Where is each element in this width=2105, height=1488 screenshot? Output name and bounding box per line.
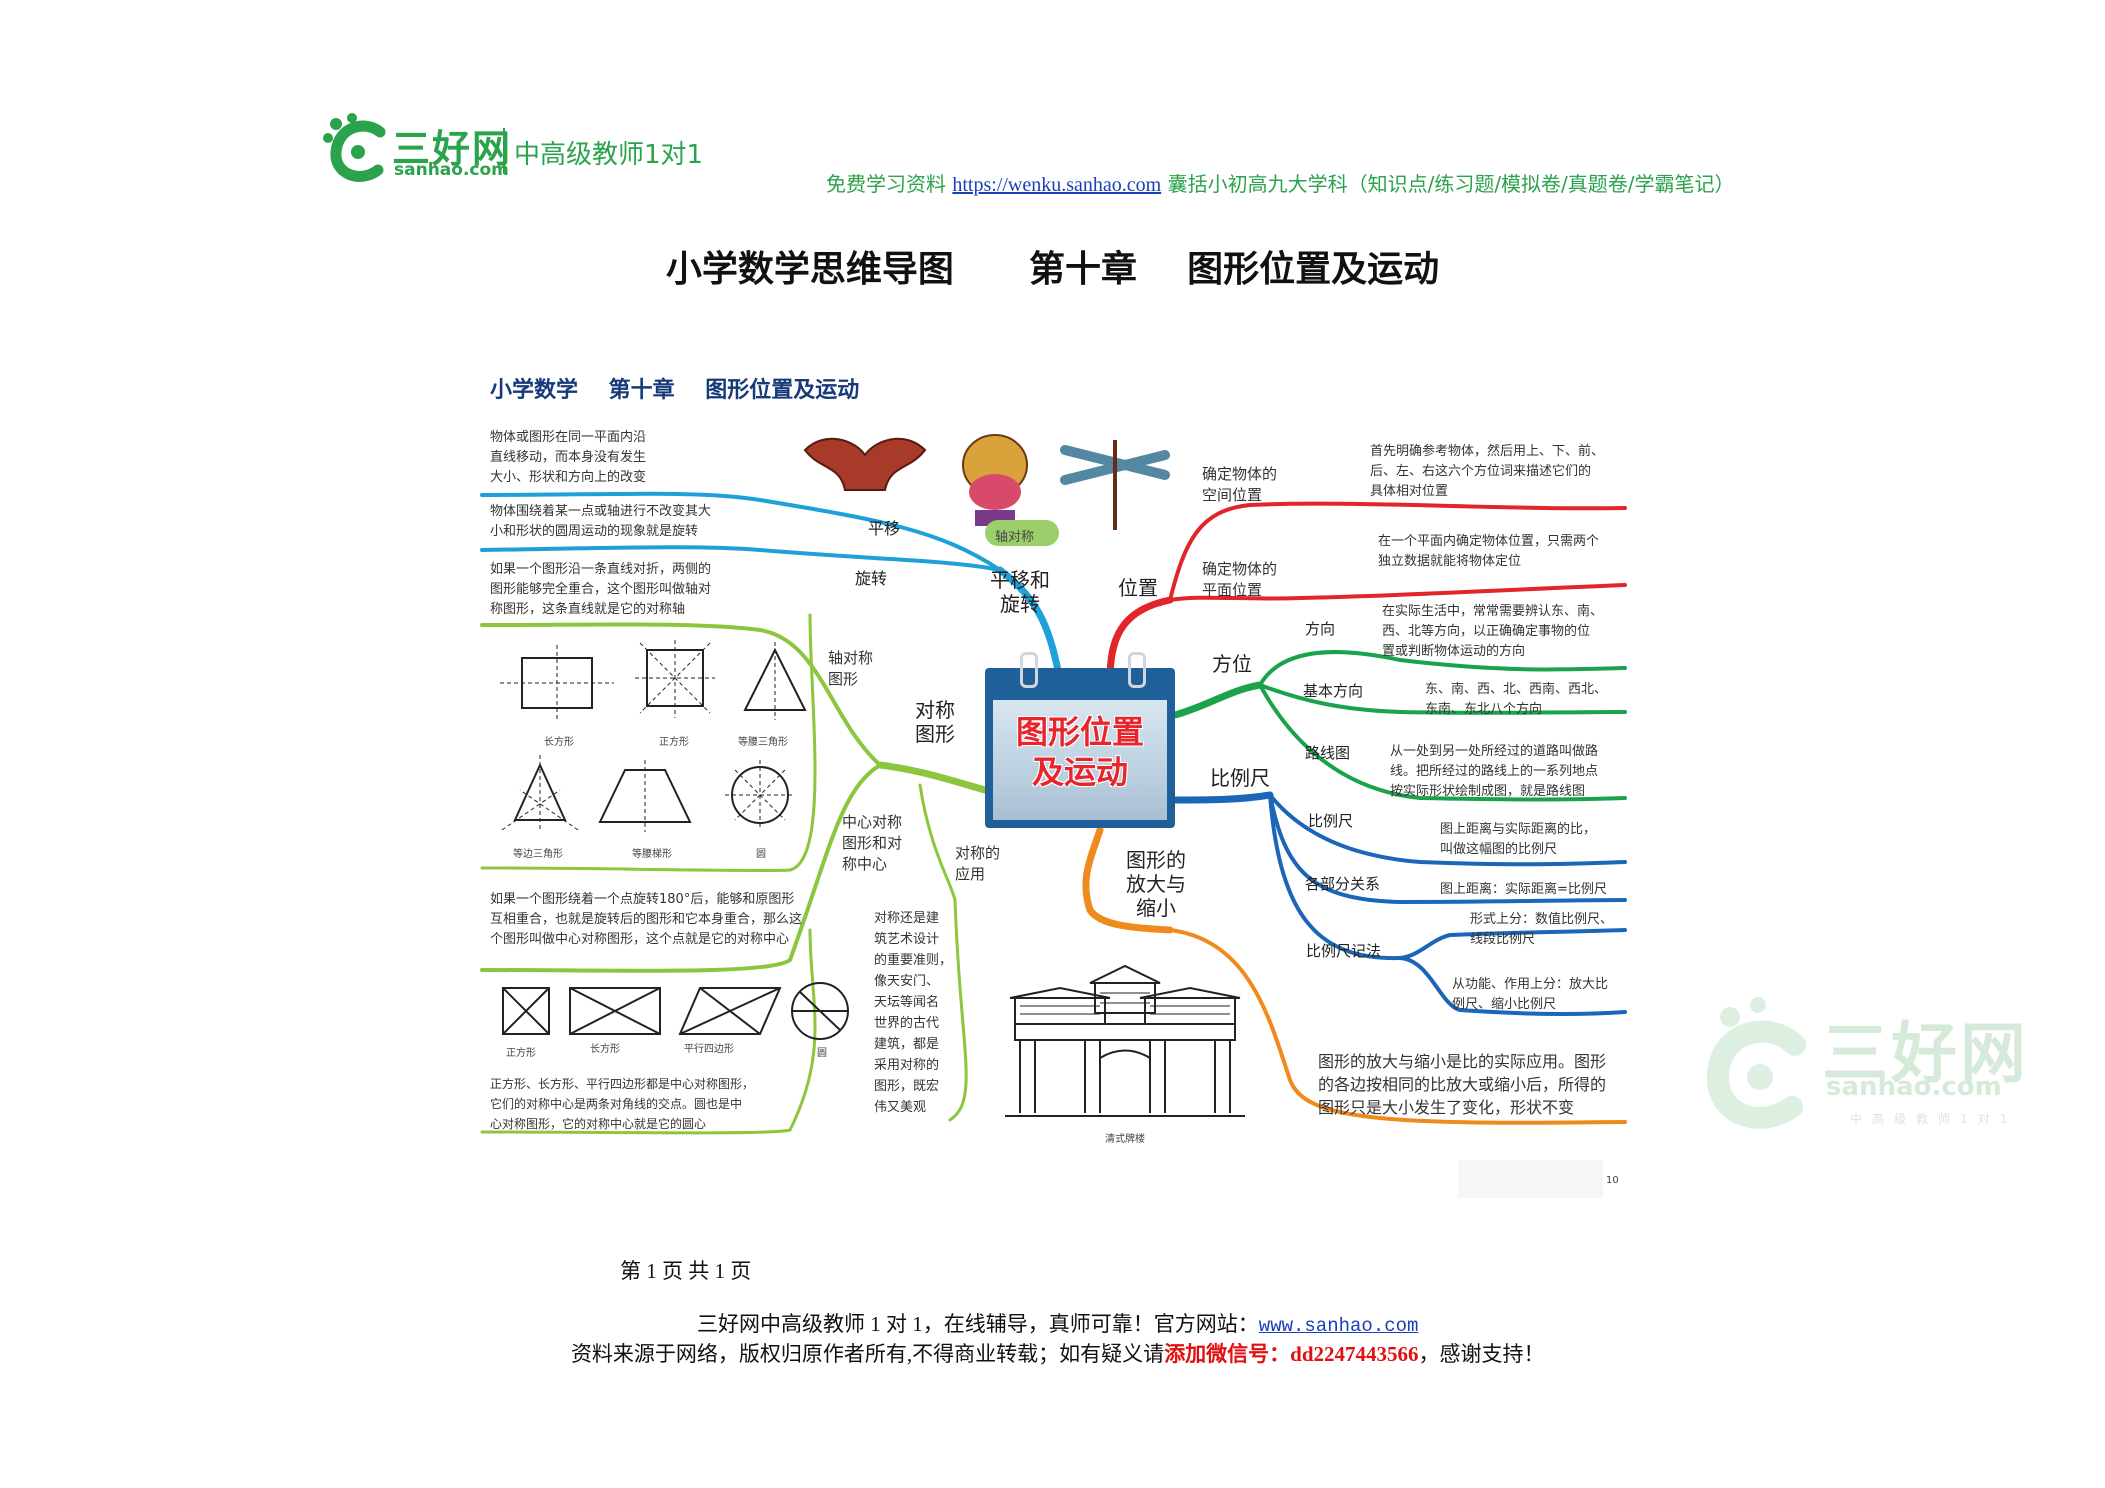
scaling-description: 图形的放大与缩小是比的实际应用。图形的各边按相同的比放大或缩小后，所得的图形只是…	[1318, 1052, 1607, 1117]
symmetry-application-description: 对称还是建筑艺术设计的重要准则， 像天安门、天坛等闻名世界的古代 建筑，都是采用…	[874, 911, 953, 1115]
label-rotate: 旋转	[855, 569, 888, 588]
footer-line-2: 资料来源于网络，版权归原作者所有,不得商业转载；如有疑义请添加微信号：dd224…	[570, 1342, 1545, 1366]
center-symmetric-shapes	[502, 982, 849, 1040]
axis-symmetry-description: 如果一个图形沿一条直线对折，两侧的图形能够完全重合，这个图形叫做轴对称图形，这条…	[490, 562, 712, 617]
logo-divider	[503, 128, 505, 174]
shape-caption-square: 正方形	[659, 737, 689, 748]
label-space-position: 确定物体的空间位置	[1202, 465, 1278, 504]
route-map-description: 从一处到另一处所经过的道路叫做路线。把所经过的路线上的一系列地点按实际形状绘制成…	[1390, 744, 1599, 799]
shape-caption-isosceles-triangle: 等腰三角形	[738, 737, 788, 748]
scale-notation-form: 形式上分：数值比例尺、线段比例尺	[1470, 912, 1614, 947]
watermark-name: 三好网	[1822, 1015, 2029, 1092]
shape-caption-circle: 圆	[756, 849, 766, 860]
calendar-ring-left	[1020, 652, 1038, 688]
label-axis-symmetry: 轴对称图形	[828, 649, 874, 688]
wechat-contact: 添加微信号：dd2247443566	[1164, 1342, 1419, 1366]
axis-symmetric-shapes	[500, 640, 807, 832]
shape-caption-equilateral-triangle: 等边三角形	[513, 849, 563, 860]
label-center-symmetry: 中心对称图形和对称中心	[842, 813, 903, 873]
wenku-link[interactable]: https://wenku.sanhao.com	[952, 174, 1162, 196]
label-parts-relation: 各部分关系	[1305, 875, 1381, 893]
logo-name: 三好网	[392, 127, 513, 171]
page-title: 小学数学思维导图 第十章 图形位置及运动	[665, 249, 1440, 290]
label-plane-position: 确定物体的平面位置	[1202, 560, 1278, 599]
shape-caption-isosceles-trapezoid: 等腰梯形	[632, 849, 672, 860]
label-direction: 方向	[1305, 620, 1336, 638]
label-translate-rotate: 平移和旋转	[990, 568, 1050, 616]
translate-description: 物体或图形在同一平面内沿直线移动，而本身没有发生大小、形状和方向上的改变	[490, 430, 647, 485]
parts-relation-description: 图上距离：实际距离=比例尺	[1440, 882, 1607, 897]
watermark-tagline: 中高级教师1对1	[1850, 1112, 2018, 1126]
mindmap-branches	[480, 491, 1627, 1135]
official-site-link[interactable]: www.sanhao.com	[1258, 1315, 1419, 1337]
footer-line-1: 三好网中高级教师 1 对 1，在线辅导，真师可靠！官方网站：www.sanhao…	[697, 1312, 1419, 1337]
center-caption-circle: 圆	[817, 1048, 827, 1059]
sanhao-logo-icon	[323, 113, 386, 182]
free-resource-label: 免费学习资料	[826, 172, 946, 196]
center-symmetry-description: 如果一个图形绕着一个点旋转180°后，能够和原图形互相重合，也就是旋转后的图形和…	[490, 892, 803, 947]
footer-page-indicator: 第 1 页 共 1 页	[620, 1259, 752, 1283]
map-page-number: 10	[1606, 1175, 1619, 1186]
plane-position-description: 在一个平面内确定物体位置，只需两个独立数据就能将物体定位	[1378, 534, 1600, 569]
logo-domain: sanhao.com	[394, 160, 509, 180]
direction-description: 在实际生活中，常常需要辨认东、南、西、北等方向，以正确确定事物的位置或判断物体运…	[1382, 604, 1604, 659]
label-scale: 比例尺	[1210, 766, 1270, 790]
basic-direction-description: 东、南、西、北、西南、西北、东南、东北八个方向	[1425, 682, 1608, 717]
center-caption-rectangle: 长方形	[590, 1044, 620, 1055]
label-translate: 平移	[868, 519, 901, 538]
qing-archway-illustration	[1005, 964, 1245, 1117]
scale-notation-function: 从功能、作用上分：放大比例尺、缩小比例尺	[1452, 977, 1609, 1012]
label-basic-direction: 基本方向	[1303, 682, 1364, 700]
label-scale-definition: 比例尺	[1308, 812, 1354, 830]
center-symmetry-note: 正方形、长方形、平行四边形都是中心对称图形，它们的对称中心是两条对角线的交点。圆…	[490, 1077, 755, 1131]
label-symmetric-figures: 对称图形	[915, 698, 955, 746]
calendar-ring-right	[1128, 652, 1146, 688]
logo-tagline: 中高级教师1对1	[514, 140, 704, 170]
rotate-description: 物体围绕着某一点或轴进行不改变其大小和形状的圆周运动的现象就是旋转	[490, 504, 712, 539]
center-node-background	[993, 700, 1167, 820]
label-direction-position: 方位	[1212, 652, 1252, 676]
scale-definition-description: 图上距离与实际距离的比，叫做这幅图的比例尺	[1440, 822, 1597, 857]
center-caption-square: 正方形	[506, 1048, 536, 1059]
resource-description: 囊括小初高九大学科（知识点/练习题/模拟卷/真题卷/学霸笔记）	[1167, 172, 1735, 196]
shape-caption-rectangle: 长方形	[544, 737, 574, 748]
label-scaling: 图形的放大与缩小	[1126, 848, 1186, 920]
label-route-map: 路线图	[1305, 744, 1351, 762]
label-scale-notation: 比例尺记法	[1306, 942, 1382, 960]
page-number-box	[1458, 1160, 1603, 1198]
decorative-pictures	[803, 434, 1170, 530]
center-caption-parallelogram: 平行四边形	[684, 1044, 734, 1055]
label-position: 位置	[1118, 576, 1158, 600]
pic-caption: 轴对称	[995, 530, 1035, 545]
archway-caption: 清式牌楼	[1105, 1134, 1145, 1145]
pic-caption-bubble	[985, 520, 1059, 546]
map-title: 小学数学 第十章 图形位置及运动	[490, 378, 860, 403]
space-position-description: 首先明确参考物体，然后用上、下、前、后、左、右这六个方位词来描述它们的具体相对位…	[1370, 444, 1605, 499]
header-resource-line: 免费学习资料 https://wenku.sanhao.com 囊括小初高九大学…	[826, 168, 1735, 197]
label-symmetry-application: 对称的应用	[955, 844, 1001, 883]
watermark-logo-icon	[1707, 997, 1806, 1129]
watermark-domain: sanhao.com	[1826, 1072, 2002, 1102]
center-node-title: 图形位置及运动	[1015, 713, 1144, 791]
